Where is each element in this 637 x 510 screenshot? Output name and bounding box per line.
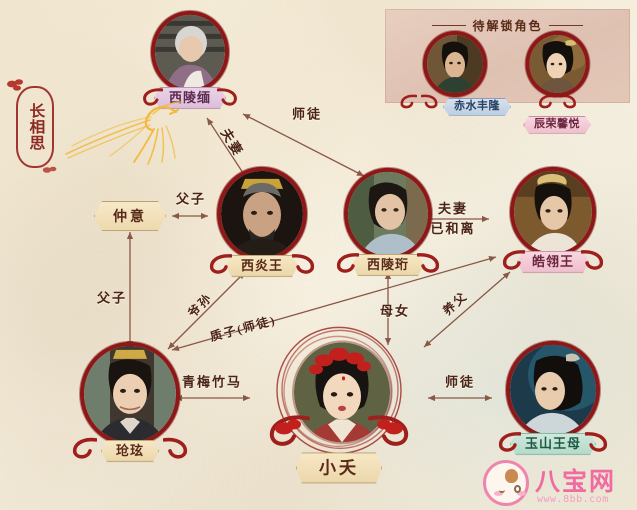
ribbon-icon — [368, 415, 409, 446]
relation-label-fuqi-hehe: 夫妻 已和离 — [430, 199, 475, 239]
ribbon-icon — [558, 94, 576, 109]
mascot-cheek-right — [517, 491, 526, 496]
portrait-image — [294, 342, 390, 443]
portrait-image — [221, 170, 303, 257]
blossom-icon-secondary — [42, 166, 57, 173]
relation-label-fuzi-vertical: 父子 — [96, 290, 128, 306]
relation-label-hehe: 已和离 — [430, 221, 476, 236]
watermark-url: www.8bb.com — [537, 494, 609, 505]
portrait-qiangxuan — [84, 345, 176, 442]
ribbon-icon — [538, 94, 556, 109]
portrait-frame-xiaoyao — [269, 324, 409, 456]
portrait-image — [154, 14, 225, 89]
portrait-image — [84, 345, 176, 442]
relation-label-shitu-top: 师徒 — [291, 106, 323, 122]
mascot-eye-left — [499, 487, 505, 493]
ribbon-icon — [269, 415, 310, 446]
character-label-zhongyi: 仲意 — [113, 210, 147, 225]
drama-title-seal: 长相思 — [7, 79, 57, 173]
relation-label-yesun: 爷孙 — [185, 290, 216, 321]
portrait-image — [509, 344, 596, 435]
unlock-character-label-chishuifenglong: 赤水丰隆 — [443, 98, 511, 116]
unlock-character-label-chenrongxinyue: 辰荣馨悦 — [523, 116, 591, 134]
character-node-xiaoyao[interactable]: 小夭 — [269, 324, 409, 483]
portrait-xilingmian — [154, 14, 225, 89]
relation-label-fuqi-top: 夫妻 — [217, 125, 247, 160]
edge-xilingmian-xiyanwang — [206, 117, 248, 180]
character-node-zhongyi[interactable]: 仲意 — [94, 201, 166, 231]
mascot-cheek-left — [494, 491, 503, 496]
character-label-xiaoyao: 小夭 — [296, 452, 382, 483]
unlock-panel-heading: 待解锁角色 — [385, 17, 630, 34]
drama-title-text: 长相思 — [27, 103, 45, 151]
relation-label-yangfu: 养父 — [440, 288, 471, 318]
character-label-qiangxuan: 玱玹 — [101, 440, 159, 462]
divider-left — [432, 24, 467, 26]
ribbon-icon — [420, 94, 438, 109]
relation-label-qingmeizhuma: 青梅竹马 — [181, 374, 243, 390]
mascot-hair — [505, 469, 518, 483]
relation-label-munv: 母女 — [379, 303, 411, 319]
relation-label-fuzi-horizontal: 父子 — [175, 191, 207, 207]
portrait-yushanwangmu — [509, 344, 596, 435]
portrait-xilingheng — [348, 171, 428, 256]
character-label-yushanwangmu: 玉山王母 — [510, 433, 596, 455]
divider-right — [548, 24, 583, 26]
relation-label-shitu-bottom: 师徒 — [444, 374, 476, 390]
unlock-panel: 待解锁角色 赤水丰隆 — [385, 9, 630, 103]
portrait-xiaoyao — [292, 340, 392, 445]
character-node-haolingwang[interactable]: 皓翎王 — [502, 170, 604, 273]
relation-label-zhizi-shitu: 质子(师徒) — [208, 312, 278, 345]
ribbon-icon — [400, 94, 418, 109]
portrait-image — [348, 171, 428, 256]
mascot-eye-right — [514, 485, 521, 493]
edge-xilingmian-xilingheng — [242, 113, 365, 177]
watermark-name: 八宝网 — [535, 467, 617, 496]
unlock-character-chenrongxinyue[interactable]: 辰荣馨悦 — [521, 35, 594, 134]
portrait-xiyanwang — [221, 170, 303, 257]
watermark: 八宝网 www.8bb.com — [479, 456, 637, 510]
blossom-icon — [7, 79, 23, 91]
portrait-chenrongxinyue — [529, 35, 585, 93]
relation-label-fuqi: 夫妻 — [437, 200, 469, 216]
unlock-panel-heading-text: 待解锁角色 — [472, 19, 543, 33]
watermark-mascot-icon — [483, 460, 529, 506]
portrait-image — [529, 35, 585, 93]
character-label-haolingwang: 皓翎王 — [517, 251, 589, 273]
unlock-character-chishuifenglong[interactable]: 赤水丰隆 — [399, 35, 511, 116]
phoenix-icon — [65, 101, 183, 165]
edge-haolingwang-xiaoyao — [423, 271, 511, 348]
character-node-yushanwangmu[interactable]: 玉山王母 — [498, 344, 608, 455]
